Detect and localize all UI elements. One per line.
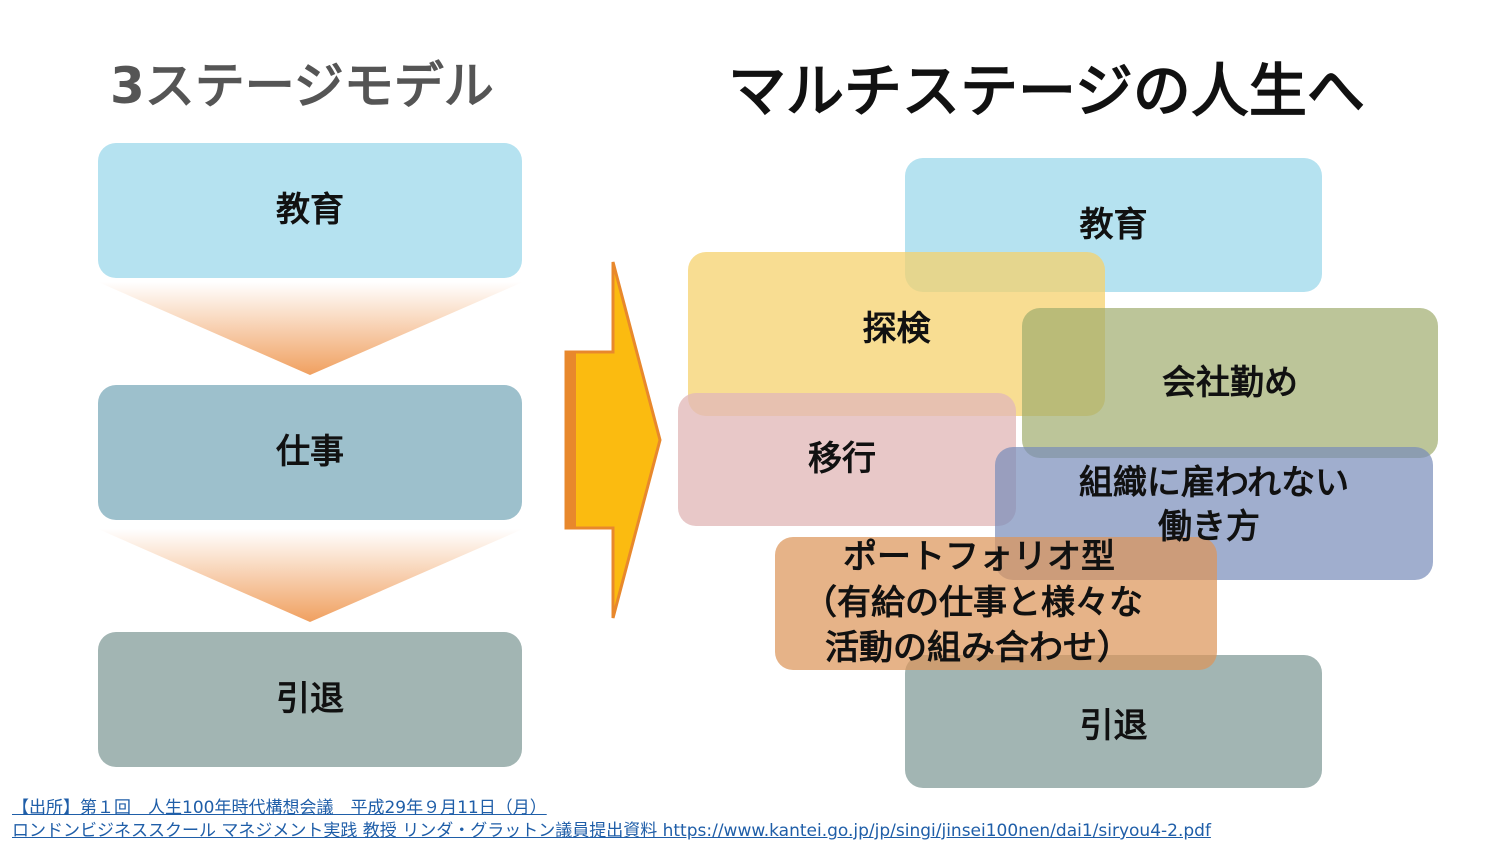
box-label: 移行 bbox=[808, 439, 876, 480]
stage-label: 教育 bbox=[276, 190, 344, 231]
stage-label: 引退 bbox=[276, 679, 344, 720]
box-transition: 移行 bbox=[678, 393, 1016, 526]
right-title: マルチステージの人生へ bbox=[728, 57, 1365, 125]
right-arrow-icon bbox=[564, 261, 662, 619]
box-label: 組織に雇われない bbox=[1078, 463, 1350, 503]
box-label: 教育 bbox=[1079, 204, 1148, 245]
box-label: 働き方 bbox=[1158, 507, 1260, 548]
box-label: 引退 bbox=[1079, 706, 1148, 747]
box-label: 活動の組み合わせ） bbox=[825, 628, 1131, 669]
left-title: 3ステージモデル bbox=[110, 57, 494, 115]
stage-work: 仕事 bbox=[98, 385, 522, 520]
stage-retirement: 引退 bbox=[98, 632, 522, 767]
stage-education: 教育 bbox=[98, 143, 522, 278]
box-label: （有給の仕事と様々な bbox=[803, 582, 1143, 623]
chevron-down-icon bbox=[98, 282, 523, 375]
box-label: ポートフォリオ型 bbox=[843, 536, 1115, 577]
box-portfolio: ポートフォリオ型 （有給の仕事と様々な活動の組み合わせ） bbox=[775, 537, 1217, 670]
chevron-down-icon bbox=[98, 529, 523, 622]
source-line-1[interactable]: 【出所】第１回 人生100年時代構想会議 平成29年９月11日（月） bbox=[12, 798, 547, 818]
box-company: 会社勤め bbox=[1022, 308, 1438, 458]
box-label: 会社勤め bbox=[1162, 362, 1298, 403]
source-line-2-link[interactable]: ロンドンビジネススクール マネジメント実践 教授 リンダ・グラットン議員提出資料… bbox=[12, 821, 1211, 841]
stage-label: 仕事 bbox=[276, 432, 344, 473]
box-label: 探検 bbox=[862, 308, 931, 349]
box-retirement: 引退 bbox=[905, 655, 1322, 788]
